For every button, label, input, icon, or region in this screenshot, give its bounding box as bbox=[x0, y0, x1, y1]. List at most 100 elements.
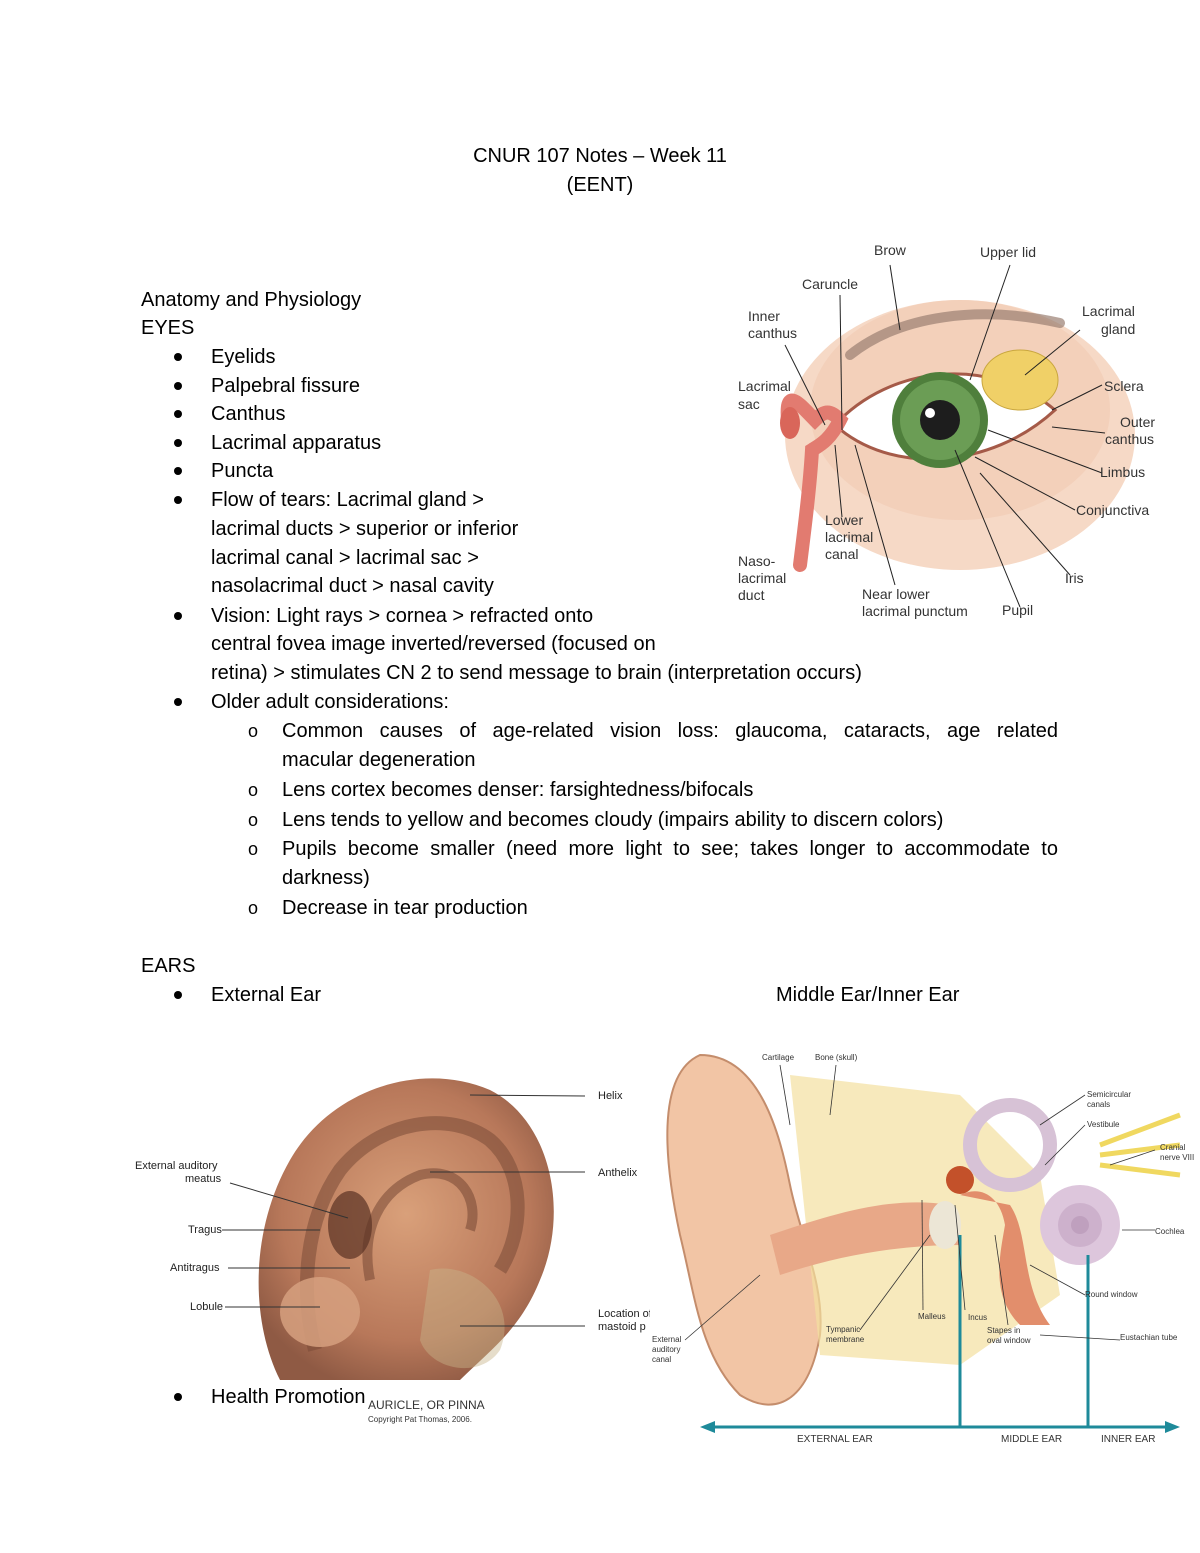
label-external-ear-region: EXTERNAL EAR bbox=[797, 1434, 873, 1445]
sub-bullet-circle: o bbox=[248, 721, 259, 741]
label-inner-canthus-1: Inner bbox=[748, 308, 780, 324]
eye-anatomy-figure bbox=[730, 235, 1180, 640]
list-item: Flow of tears: Lacrimal gland > bbox=[211, 489, 484, 511]
section-subheading-eyes: EYES bbox=[141, 317, 195, 339]
bullet-dot bbox=[174, 410, 182, 418]
label-lobule: Lobule bbox=[190, 1301, 224, 1313]
list-item: Lacrimal apparatus bbox=[211, 432, 382, 454]
bullet-dot bbox=[174, 382, 182, 390]
list-item: Vision: Light rays > cornea > refracted … bbox=[211, 605, 594, 627]
label-semicircular-2: canals bbox=[1087, 1100, 1111, 1109]
list-item: External Ear bbox=[211, 984, 322, 1006]
label-limbus: Limbus bbox=[1100, 464, 1146, 480]
label-eac-2: auditory bbox=[652, 1345, 681, 1354]
label-mastoid-2: mastoid p bbox=[598, 1321, 646, 1333]
label-sclera: Sclera bbox=[1104, 378, 1144, 394]
label-cranial-2: nerve VIII bbox=[1160, 1153, 1195, 1162]
list-item-continued: lacrimal canal > lacrimal sac > bbox=[211, 547, 479, 569]
label-stapes-2: oval window bbox=[987, 1336, 1031, 1345]
page-subtitle: (EENT) bbox=[566, 174, 634, 196]
label-malleus: Malleus bbox=[918, 1312, 946, 1321]
bullet-dot bbox=[174, 439, 182, 447]
label-eam-2: meatus bbox=[185, 1173, 222, 1185]
sub-list-item: Lens tends to yellow and becomes cloudy … bbox=[282, 809, 944, 831]
bullet-dot bbox=[174, 612, 182, 620]
label-lower-canal-2: lacrimal bbox=[825, 529, 874, 545]
label-naso-2: lacrimal bbox=[738, 570, 787, 586]
label-caruncle: Caruncle bbox=[802, 276, 859, 292]
sub-bullet-circle: o bbox=[248, 810, 259, 830]
label-lacrimal-gland-1: Lacrimal bbox=[1082, 303, 1135, 319]
middle-inner-ear-heading: Middle Ear/Inner Ear bbox=[776, 984, 960, 1006]
label-vestibule: Vestibule bbox=[1087, 1120, 1120, 1129]
label-conjunctiva: Conjunctiva bbox=[1076, 502, 1150, 518]
list-item-continued: retina) > stimulates CN 2 to send messag… bbox=[211, 662, 862, 684]
label-eac-3: canal bbox=[652, 1355, 672, 1364]
list-item: Eyelids bbox=[211, 346, 276, 368]
figure-caption-pinna: AURICLE, OR PINNA bbox=[368, 1398, 485, 1412]
sub-bullet-circle: o bbox=[248, 839, 259, 859]
external-ear-illustration bbox=[222, 1078, 586, 1380]
label-cartilage: Cartilage bbox=[762, 1053, 795, 1062]
label-tragus: Tragus bbox=[188, 1224, 222, 1236]
label-lower-canal-1: Lower bbox=[825, 512, 864, 528]
bullet-dot bbox=[174, 991, 182, 999]
label-middle-ear-region: MIDDLE EAR bbox=[1001, 1434, 1063, 1445]
label-tympanic-1: Tympanic bbox=[826, 1325, 861, 1334]
list-item-continued: nasolacrimal duct > nasal cavity bbox=[211, 575, 494, 597]
sub-bullet-circle: o bbox=[248, 898, 259, 918]
list-item: Canthus bbox=[211, 403, 286, 425]
label-cochlea: Cochlea bbox=[1155, 1227, 1185, 1236]
label-bone: Bone (skull) bbox=[815, 1053, 858, 1062]
label-naso-3: duct bbox=[738, 587, 765, 603]
list-item-health-promotion: Health Promotion bbox=[211, 1386, 366, 1408]
section-heading-anatomy: Anatomy and Physiology bbox=[141, 289, 362, 311]
label-inner-ear-region: INNER EAR bbox=[1101, 1434, 1156, 1445]
bullet-dot bbox=[174, 353, 182, 361]
label-punctum-2: lacrimal punctum bbox=[862, 603, 968, 619]
sub-list-item: Lens cortex becomes denser: farsightedne… bbox=[282, 779, 754, 801]
label-mastoid-1: Location of bbox=[598, 1308, 650, 1320]
page-title: CNUR 107 Notes – Week 11 bbox=[473, 145, 727, 167]
list-item-continued: central fovea image inverted/reversed (f… bbox=[211, 633, 656, 655]
label-eustachian: Eustachian tube bbox=[1120, 1333, 1178, 1342]
label-iris: Iris bbox=[1065, 570, 1084, 586]
label-outer-canthus-2: canthus bbox=[1105, 431, 1155, 447]
label-inner-canthus-2: canthus bbox=[748, 325, 798, 341]
label-cranial-1: Cranial bbox=[1160, 1143, 1186, 1152]
sub-list-item: Decrease in tear production bbox=[282, 897, 528, 919]
label-lacrimal-gland-2: gland bbox=[1101, 321, 1136, 337]
label-eam-1: External auditory bbox=[135, 1160, 218, 1172]
label-helix: Helix bbox=[598, 1090, 623, 1102]
eye-illustration bbox=[780, 264, 1135, 608]
sub-list-item: Common causes of age-related vision loss… bbox=[282, 720, 1058, 742]
label-eac-1: External bbox=[652, 1335, 682, 1344]
list-item: Older adult considerations: bbox=[211, 691, 449, 713]
sub-bullet-circle: o bbox=[248, 780, 259, 800]
list-item: Puncta bbox=[211, 460, 274, 482]
sub-list-item: Pupils become smaller (need more light t… bbox=[282, 838, 1058, 860]
figure-copyright: Copyright Pat Thomas, 2006. bbox=[368, 1415, 472, 1424]
bullet-dot bbox=[174, 1393, 182, 1401]
bullet-dot bbox=[174, 496, 182, 504]
label-brow: Brow bbox=[874, 242, 906, 258]
list-item: Palpebral fissure bbox=[211, 375, 360, 397]
sub-list-item-continued: darkness) bbox=[282, 867, 370, 889]
label-naso-1: Naso- bbox=[738, 553, 776, 569]
label-antihelix: Anthelix bbox=[598, 1167, 638, 1179]
label-outer-canthus-1: Outer bbox=[1120, 414, 1156, 430]
bullet-dot bbox=[174, 698, 182, 706]
list-item-continued: lacrimal ducts > superior or inferior bbox=[211, 518, 519, 540]
label-upper-lid: Upper lid bbox=[980, 244, 1037, 260]
external-ear-figure bbox=[130, 1050, 650, 1430]
label-punctum-1: Near lower bbox=[862, 586, 930, 602]
label-incus: Incus bbox=[968, 1313, 988, 1322]
middle-inner-ear-illustration bbox=[666, 1053, 1181, 1433]
label-round-window: Round window bbox=[1085, 1290, 1138, 1299]
middle-inner-ear-figure bbox=[660, 1035, 1190, 1460]
label-lower-canal-3: canal bbox=[825, 546, 859, 562]
label-semicircular-1: Semicircular bbox=[1087, 1090, 1132, 1099]
bullet-dot bbox=[174, 467, 182, 475]
label-stapes-1: Stapes in bbox=[987, 1326, 1021, 1335]
label-antitragus: Antitragus bbox=[170, 1262, 220, 1274]
